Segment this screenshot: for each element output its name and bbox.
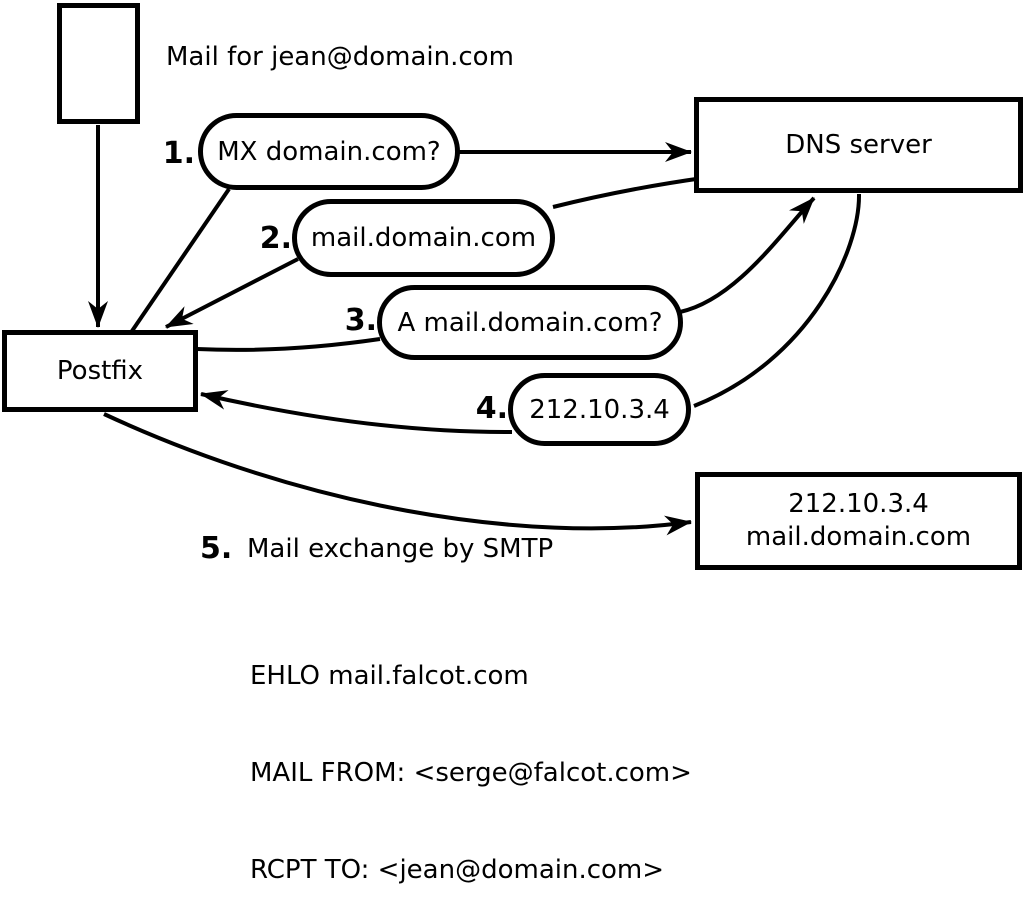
mail-server-ip: 212.10.3.4 <box>788 489 929 519</box>
line-dns-to-a-answer <box>693 193 862 408</box>
mail-message-node <box>57 3 140 124</box>
diagram-title: Mail for jean@domain.com <box>166 42 514 72</box>
step-5-label: Mail exchange by SMTP <box>247 534 554 564</box>
mx-answer-pill: mail.domain.com <box>292 199 555 277</box>
smtp-line: RCPT TO: <jean@domain.com> <box>250 854 665 885</box>
mail-server-hostname: mail.domain.com <box>745 522 972 552</box>
step-3-number: 3. <box>344 303 377 338</box>
mx-query-label: MX domain.com? <box>217 136 441 167</box>
step-5-number: 5. <box>200 531 233 566</box>
step-1-number: 1. <box>162 136 195 171</box>
step-4-number: 4. <box>475 391 508 426</box>
arrow-mx-answer-to-postfix <box>165 257 299 329</box>
smtp-session-text: EHLO mail.falcot.com MAIL FROM: <serge@f… <box>250 596 692 919</box>
mx-query-pill: MX domain.com? <box>198 113 460 190</box>
line-postfix-to-a-query <box>196 337 381 352</box>
mail-server-node: 212.10.3.4 mail.domain.com <box>695 472 1022 570</box>
mx-answer-label: mail.domain.com <box>310 223 537 253</box>
postfix-node: Postfix <box>2 330 198 412</box>
step-2-number: 2. <box>259 221 292 256</box>
dns-server-label: DNS server <box>785 130 932 160</box>
smtp-line: MAIL FROM: <serge@falcot.com> <box>250 758 692 789</box>
arrow-a-query-to-dns <box>679 196 816 314</box>
a-query-pill: A mail.domain.com? <box>377 285 683 360</box>
a-query-label: A mail.domain.com? <box>397 307 663 338</box>
dns-server-node: DNS server <box>694 97 1023 193</box>
line-postfix-to-mx-query <box>130 187 231 333</box>
a-answer-pill: 212.10.3.4 <box>508 373 691 446</box>
line-dns-to-mx-answer <box>552 176 704 209</box>
a-answer-label: 212.10.3.4 <box>529 394 670 425</box>
arrow-a-answer-to-postfix <box>200 390 513 435</box>
postfix-label: Postfix <box>56 356 144 386</box>
smtp-line: EHLO mail.falcot.com <box>250 661 529 692</box>
